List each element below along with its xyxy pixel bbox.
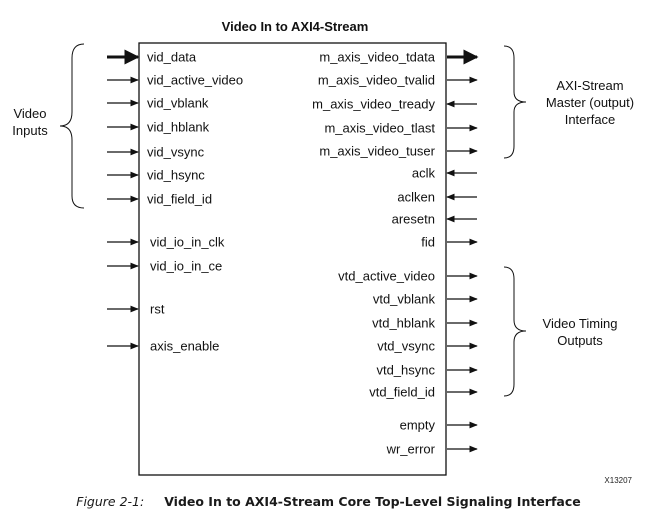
output-label-fid: fid	[421, 235, 435, 250]
figure-caption: Figure 2-1: Video In to AXI4-Stream Core…	[0, 494, 657, 509]
input-label-vid-hsync: vid_hsync	[147, 168, 205, 183]
video-timing-label-line2: Outputs	[557, 333, 603, 348]
video-inputs-label-line2: Inputs	[12, 123, 48, 138]
video-inputs-brace	[59, 43, 85, 209]
output-label-empty: empty	[400, 418, 436, 433]
output-label-aclk: aclk	[412, 166, 436, 181]
input-label-vid-vblank: vid_vblank	[147, 96, 209, 111]
output-label-vtd-field-id: vtd_field_id	[369, 385, 435, 400]
output-label-aresetn: aresetn	[392, 212, 435, 227]
video-inputs-label-line1: Video	[13, 106, 46, 121]
input-ports: vid_data vid_active_video vid_vblank vid_hb…	[107, 49, 243, 354]
caption-text: Video In to AXI4-Stream Core Top-Level S…	[164, 494, 581, 509]
input-label-vid-io-in-ce: vid_io_in_ce	[150, 259, 222, 274]
input-label-vid-vsync: vid_vsync	[147, 145, 205, 160]
output-label-vtd-active-video: vtd_active_video	[338, 269, 435, 284]
caption-figure-number: Figure 2-1:	[76, 494, 145, 509]
output-ports: m_axis_video_tdata m_axis_video_tvalid m_a…	[312, 49, 479, 457]
output-label-vtd-hsync: vtd_hsync	[376, 363, 435, 378]
output-label-m-axis-video-tuser: m_axis_video_tuser	[319, 144, 435, 159]
axi-stream-label-line3: Interface	[565, 112, 616, 127]
output-label-wr-error: wr_error	[386, 442, 436, 457]
input-label-vid-data: vid_data	[147, 50, 197, 65]
input-label-vid-field-id: vid_field_id	[147, 192, 212, 207]
axi-stream-label-line2: Master (output)	[546, 95, 634, 110]
core-block	[138, 42, 447, 476]
output-label-vtd-hblank: vtd_hblank	[372, 316, 435, 331]
block-title: Video In to AXI4-Stream	[222, 19, 369, 34]
output-label-m-axis-video-tready: m_axis_video_tready	[312, 97, 435, 112]
video-timing-label-line1: Video Timing	[543, 316, 618, 331]
video-timing-brace	[503, 266, 527, 397]
output-label-vtd-vblank: vtd_vblank	[373, 292, 436, 307]
input-label-vid-io-in-clk: vid_io_in_clk	[150, 235, 225, 250]
input-label-rst: rst	[150, 302, 165, 317]
input-label-axis-enable: axis_enable	[150, 339, 219, 354]
figure-code: X13207	[604, 476, 632, 485]
axi-stream-label-line1: AXI-Stream	[556, 78, 623, 93]
output-label-m-axis-video-tlast: m_axis_video_tlast	[324, 121, 435, 136]
input-label-vid-hblank: vid_hblank	[147, 120, 210, 135]
output-label-m-axis-video-tdata: m_axis_video_tdata	[319, 50, 435, 65]
output-label-aclken: aclken	[397, 190, 435, 205]
output-label-m-axis-video-tvalid: m_axis_video_tvalid	[318, 73, 435, 88]
axi-stream-brace	[503, 45, 527, 159]
output-label-vtd-vsync: vtd_vsync	[377, 339, 435, 354]
input-label-vid-active-video: vid_active_video	[147, 73, 243, 88]
